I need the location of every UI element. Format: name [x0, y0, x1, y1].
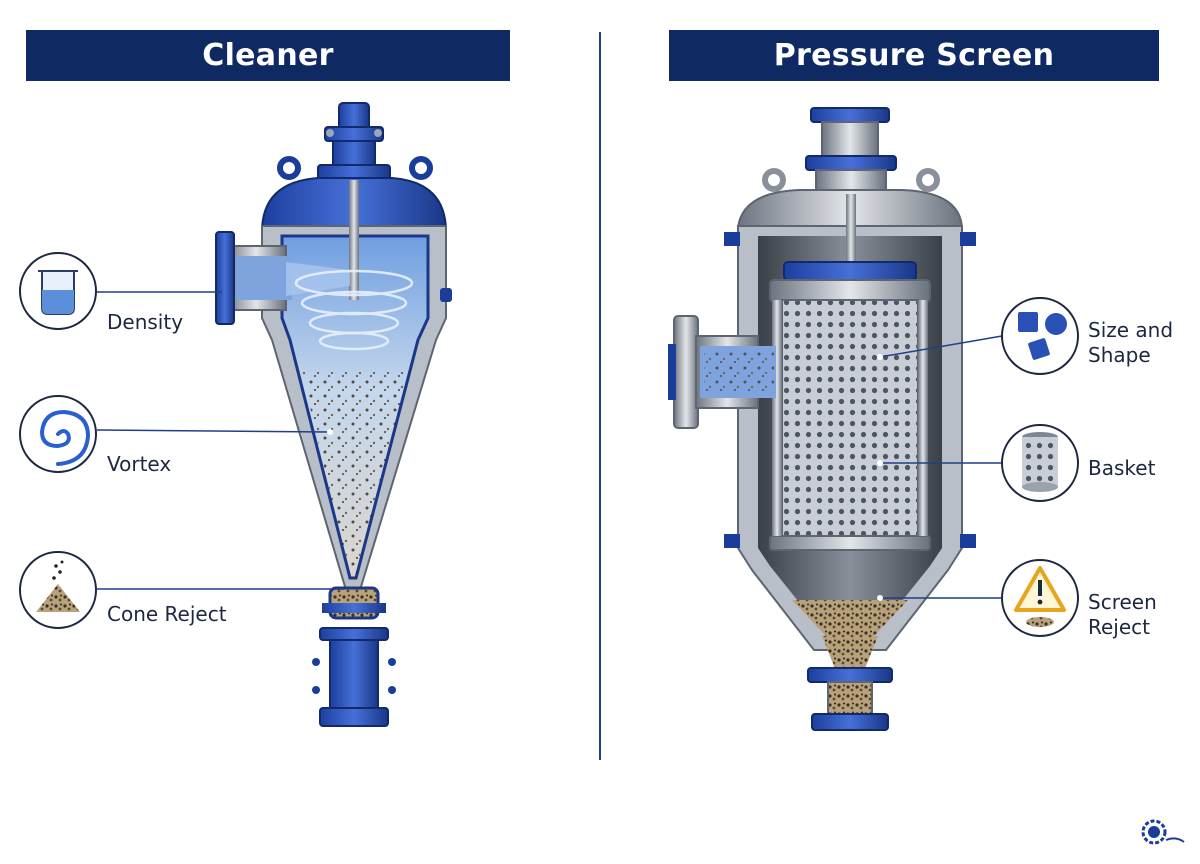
shapes-icon	[1001, 297, 1079, 375]
cleaner-title: Cleaner	[26, 30, 510, 81]
pressure-screen-illustration	[668, 107, 976, 731]
basket-label: Basket	[1088, 456, 1156, 480]
warning-icon	[1001, 559, 1079, 637]
density-label: Density	[107, 310, 184, 334]
size-and-shape-label: Size and Shape	[1088, 318, 1174, 367]
pressure-screen-title: Pressure Screen	[669, 30, 1159, 81]
cone-reject-label: Cone Reject	[107, 602, 227, 626]
cleaner-illustration	[215, 102, 452, 727]
basket-icon	[1001, 424, 1079, 502]
spiral-icon	[19, 395, 97, 473]
particle-pile-icon	[19, 551, 97, 629]
screen-leader-lines	[879, 335, 1003, 599]
cleaner-leader-lines	[96, 291, 344, 590]
panel-divider	[599, 32, 601, 760]
screen-reject-label: Screen Reject	[1088, 590, 1157, 639]
vortex-label: Vortex	[107, 452, 172, 476]
beaker-icon	[19, 252, 97, 330]
company-gear-logo-icon	[1141, 819, 1185, 845]
